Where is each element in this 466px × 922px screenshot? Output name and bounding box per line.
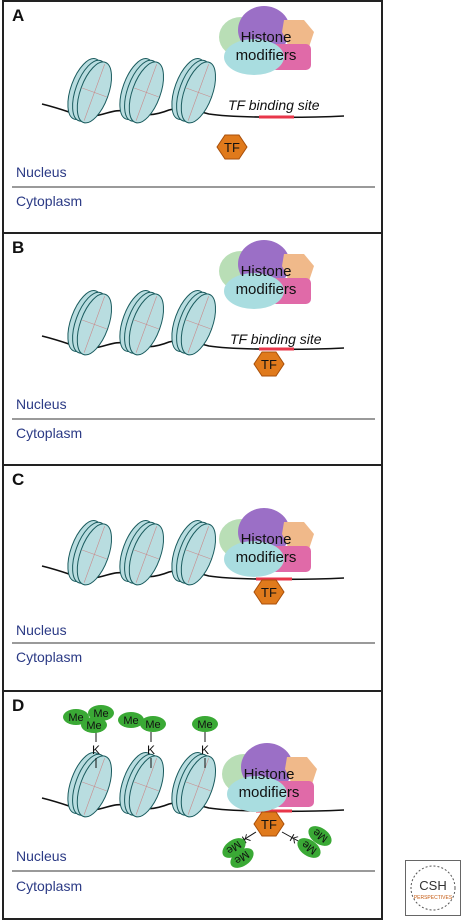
tf-protein: TF bbox=[216, 134, 248, 160]
nucleosome bbox=[67, 290, 113, 356]
panel-label: A bbox=[12, 6, 25, 25]
modifiers-label-line2: modifiers bbox=[236, 281, 297, 298]
logo-mark: CSH PERSPECTIVES bbox=[410, 865, 456, 911]
modifiers-label-line1: Histone bbox=[244, 766, 295, 783]
modifiers-label-line2: modifiers bbox=[239, 784, 300, 801]
panel-label: C bbox=[12, 470, 25, 489]
cytoplasm-label: Cytoplasm bbox=[16, 878, 83, 894]
logo-subtext: PERSPECTIVES bbox=[414, 895, 453, 901]
nuclear-membrane bbox=[12, 870, 375, 872]
tf-label: TF bbox=[261, 817, 277, 832]
me-label: Me bbox=[123, 715, 138, 727]
nucleosome bbox=[119, 752, 165, 818]
panel-d: K Me Me Me K Me Me K Me bbox=[2, 690, 383, 920]
cytoplasm-label: Cytoplasm bbox=[16, 425, 83, 441]
me-label: Me bbox=[145, 719, 160, 731]
nucleosome bbox=[67, 58, 113, 124]
panel-a: Histone modifiers TF binding site TF A N… bbox=[2, 0, 383, 234]
nucleus-label: Nucleus bbox=[16, 164, 67, 180]
methylated-tail: K Me Me Me bbox=[63, 705, 114, 768]
tf-methyl-arm-left: K Me Me bbox=[222, 831, 257, 868]
modifiers-label-line2: modifiers bbox=[236, 47, 297, 64]
me-label: Me bbox=[86, 720, 101, 732]
tf-protein: TF bbox=[253, 351, 285, 377]
csh-perspectives-logo: CSH PERSPECTIVES bbox=[405, 860, 461, 916]
nucleus-label: Nucleus bbox=[16, 622, 67, 638]
histone-modifiers-complex: Histone modifiers bbox=[219, 508, 314, 577]
binding-site-label: TF binding site bbox=[228, 97, 320, 113]
nucleosome bbox=[67, 752, 113, 818]
panel-label: D bbox=[12, 696, 25, 715]
me-label: Me bbox=[68, 712, 83, 724]
tf-label: TF bbox=[261, 585, 277, 600]
logo-text: CSH bbox=[419, 878, 446, 893]
histone-modifiers-complex: Histone modifiers bbox=[219, 6, 314, 75]
nucleosome bbox=[171, 752, 217, 818]
tf-label: TF bbox=[224, 140, 240, 155]
nucleosome bbox=[171, 290, 217, 356]
modifiers-label-line1: Histone bbox=[241, 531, 292, 548]
nuclear-membrane bbox=[12, 186, 375, 188]
nucleus-label: Nucleus bbox=[16, 848, 67, 864]
lysine-label: K bbox=[147, 743, 155, 757]
nucleosome bbox=[119, 520, 165, 586]
lysine-label: K bbox=[201, 743, 209, 757]
cytoplasm-label: Cytoplasm bbox=[16, 649, 83, 665]
nuclear-membrane bbox=[12, 642, 375, 644]
tf-protein: TF bbox=[253, 579, 285, 605]
methylated-tail: K Me bbox=[192, 716, 218, 768]
nucleus-label: Nucleus bbox=[16, 396, 67, 412]
panel-c-diagram: Histone modifiers TF bbox=[41, 508, 345, 605]
panel-a-diagram: Histone modifiers TF binding site TF bbox=[41, 6, 345, 160]
histone-modifiers-complex: Histone modifiers bbox=[222, 743, 317, 812]
cytoplasm-label: Cytoplasm bbox=[16, 193, 83, 209]
nucleosome bbox=[171, 58, 217, 124]
me-label: Me bbox=[93, 708, 108, 720]
nuclear-membrane bbox=[12, 418, 375, 420]
nucleosome bbox=[119, 290, 165, 356]
histone-modifiers-complex: Histone modifiers bbox=[219, 240, 314, 309]
panel-d-diagram: K Me Me Me K Me Me K Me bbox=[41, 705, 345, 868]
nucleosome bbox=[67, 520, 113, 586]
tf-protein: TF bbox=[253, 811, 285, 837]
lysine-label: K bbox=[92, 743, 100, 757]
modifiers-label-line1: Histone bbox=[241, 29, 292, 46]
tf-label: TF bbox=[261, 357, 277, 372]
panel-b-diagram: Histone modifiers TF binding site TF bbox=[41, 240, 345, 377]
panel-b: Histone modifiers TF binding site TF B N… bbox=[2, 232, 383, 466]
modifiers-label-line1: Histone bbox=[241, 263, 292, 280]
nucleosome bbox=[119, 58, 165, 124]
me-label: Me bbox=[197, 719, 212, 731]
modifiers-label-line2: modifiers bbox=[236, 549, 297, 566]
panel-label: B bbox=[12, 238, 25, 257]
panel-c: Histone modifiers TF C Nucleus Cytoplasm bbox=[2, 464, 383, 694]
binding-site-label: TF binding site bbox=[230, 331, 322, 347]
methylated-tail: K Me Me bbox=[118, 712, 166, 768]
nucleosome bbox=[171, 520, 217, 586]
tf-methyl-arm-right: K Me Me bbox=[281, 826, 332, 858]
